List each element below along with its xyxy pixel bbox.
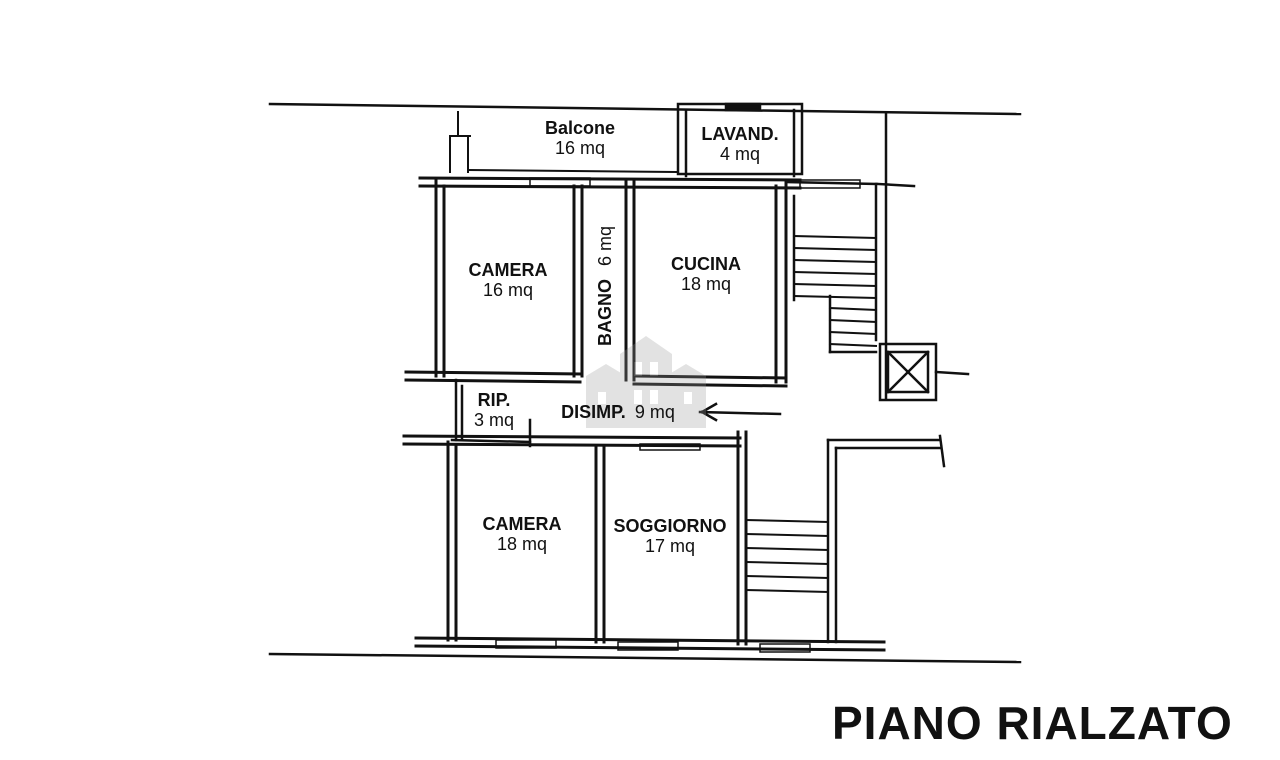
- bathroom-walls: [572, 178, 636, 382]
- room-area: 16 mq: [482, 280, 534, 300]
- room-area: 16 mq: [554, 138, 606, 158]
- room-soggiorno: SOGGIORNO 17 mq: [604, 516, 736, 556]
- room-camera-1: CAMERA 16 mq: [452, 260, 564, 300]
- room-balcone: Balcone 16 mq: [520, 118, 640, 158]
- room-area: 6 mq: [595, 225, 615, 266]
- room-ripostiglio: RIP. 3 mq: [462, 390, 526, 430]
- room-disimpegno: DISIMP. 9 mq: [548, 402, 688, 422]
- room-bagno: BAGNO 6 mq: [595, 226, 615, 346]
- room-camera-2: CAMERA 18 mq: [466, 514, 578, 554]
- room-name: BAGNO: [595, 279, 615, 346]
- lift-shaft: [878, 342, 970, 402]
- stair-walls: [784, 112, 916, 400]
- lower-stair-steps: [744, 518, 830, 594]
- laundry-walls: [676, 102, 804, 178]
- top-boundary-line: [268, 102, 1022, 116]
- corridor-walls: [450, 378, 782, 448]
- room-name: RIP.: [477, 390, 511, 410]
- room-name: LAVAND.: [701, 124, 779, 144]
- lower-wing-walls: [402, 430, 886, 652]
- bottom-boundary-line: [268, 652, 1022, 664]
- room-name: CUCINA: [671, 254, 741, 274]
- room-area: 18 mq: [496, 534, 548, 554]
- upper-wing-walls: [404, 176, 802, 384]
- room-name: CAMERA: [482, 514, 562, 534]
- room-name: SOGGIORNO: [613, 516, 727, 536]
- room-cucina: CUCINA 18 mq: [650, 254, 762, 294]
- room-area: 9 mq: [634, 402, 675, 422]
- lower-right-walls: [826, 434, 946, 644]
- room-area: 4 mq: [719, 144, 761, 164]
- room-area: 3 mq: [473, 410, 515, 430]
- room-lavanderia: LAVAND. 4 mq: [690, 124, 790, 164]
- room-area: 17 mq: [644, 536, 696, 556]
- room-area: 18 mq: [680, 274, 732, 294]
- upper-stair-steps: [792, 234, 878, 348]
- room-name: CAMERA: [468, 260, 548, 280]
- plan-title: PIANO RIALZATO: [832, 697, 1233, 749]
- window-marks: [495, 177, 861, 653]
- watermark-house-icon: [586, 336, 706, 428]
- room-name: Balcone: [544, 118, 616, 138]
- kitchen-walls: [632, 180, 788, 388]
- balcony-walls: [449, 111, 678, 174]
- room-name: DISIMP.: [561, 402, 626, 422]
